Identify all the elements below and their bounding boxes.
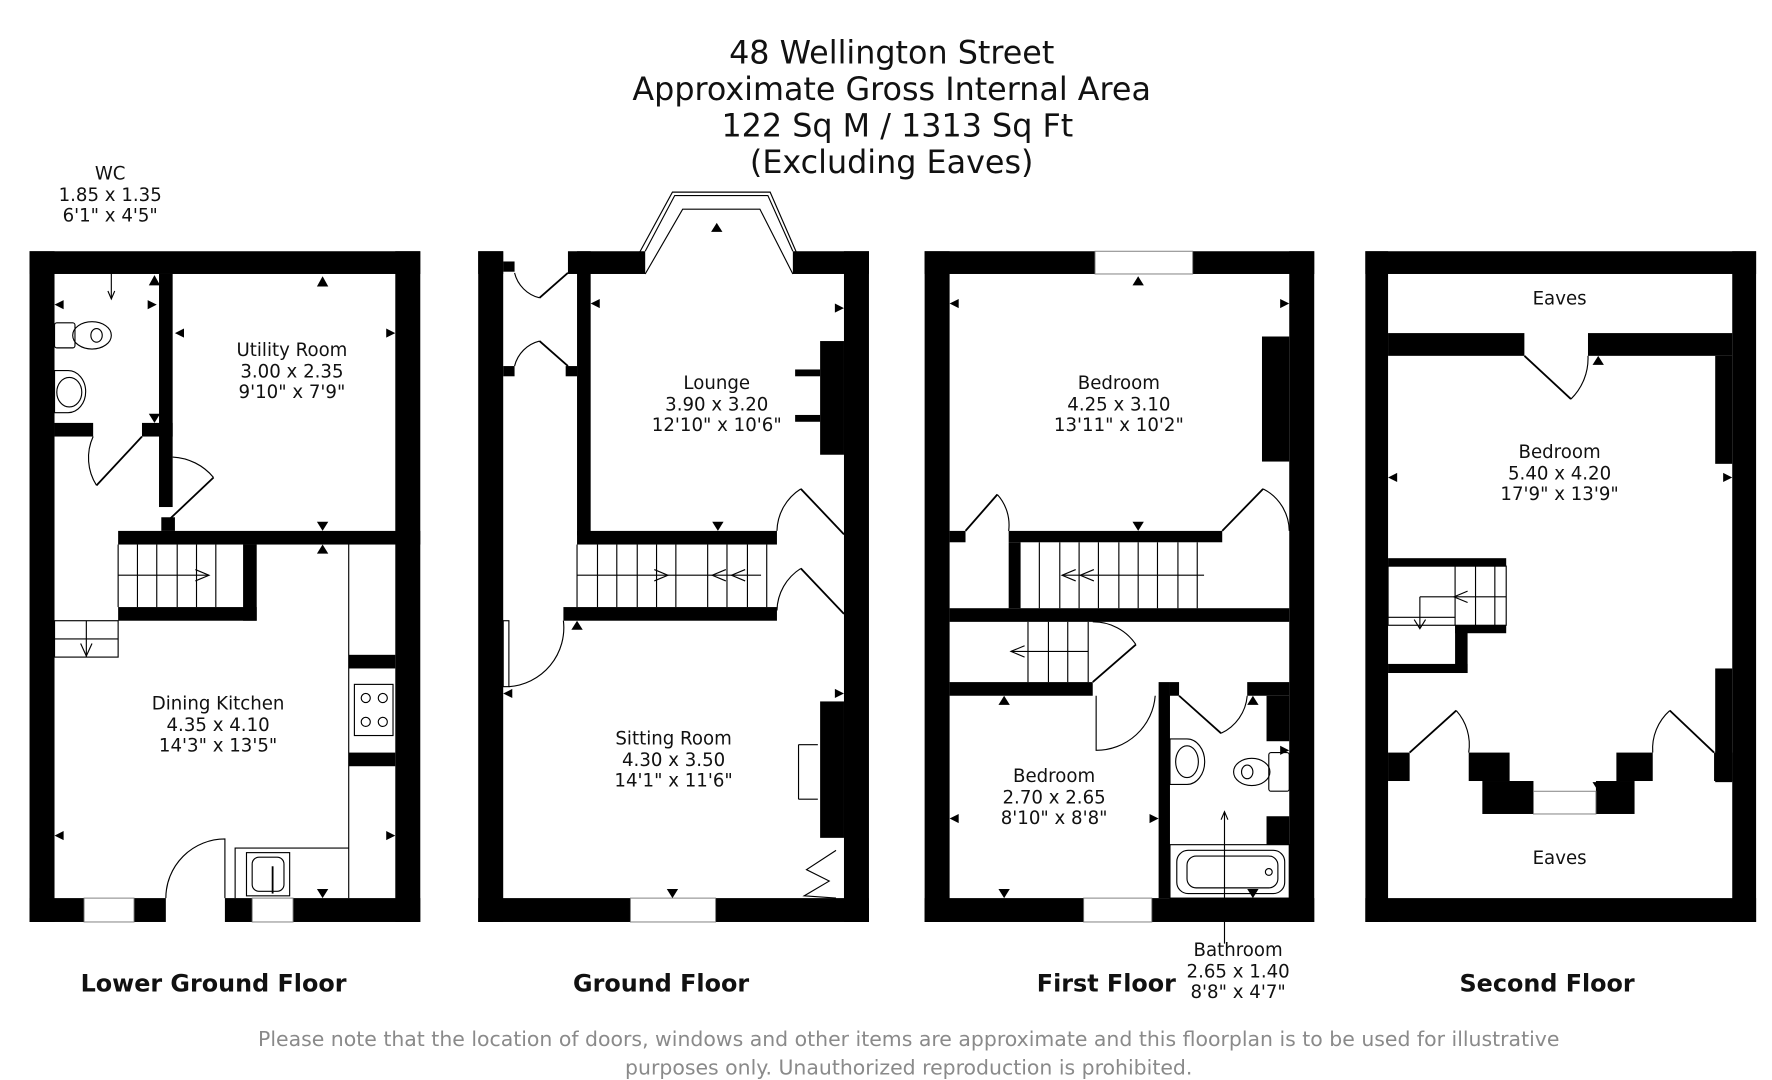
- room-name-eaves-bottom: Eaves: [1533, 848, 1587, 869]
- room-metric-sitting-room: 4.30 x 3.50: [622, 750, 725, 771]
- first-floor-plan: Bedroom 4.25 x 3.10 13'11" x 10'2" Bedro…: [924, 250, 1315, 1003]
- floor-label-ground: Ground Floor: [573, 969, 749, 997]
- room-metric-bedroom-1: 4.25 x 3.10: [1067, 394, 1170, 415]
- disclaimer-line-2: purposes only. Unauthorized reproduction…: [625, 1055, 1192, 1079]
- room-imperial-bathroom: 8'8" x 4'7": [1191, 982, 1286, 1003]
- room-metric-bedroom-3: 5.40 x 4.20: [1508, 464, 1611, 485]
- room-imperial-bedroom-3: 17'9" x 13'9": [1500, 484, 1618, 505]
- title-area-label: Approximate Gross Internal Area: [632, 70, 1151, 108]
- room-name-lounge: Lounge: [683, 373, 750, 394]
- ground-floor-plan: Lounge 3.90 x 3.20 12'10" x 10'6" Sittin…: [478, 191, 869, 997]
- title-exclusion: (Excluding Eaves): [750, 143, 1034, 181]
- room-name-utility: Utility Room: [236, 340, 347, 361]
- room-imperial-bedroom-2: 8'10" x 8'8": [1001, 808, 1108, 829]
- room-imperial-sitting-room: 14'1" x 11'6": [614, 771, 732, 792]
- room-imperial-wc: 6'1" x 4'5": [63, 206, 158, 227]
- room-name-eaves-top: Eaves: [1533, 289, 1587, 310]
- toilet-icon: [1233, 752, 1290, 792]
- sink-icon: [245, 852, 291, 897]
- room-imperial-utility: 9'10" x 7'9": [239, 382, 346, 403]
- lower-ground-floor-plan: WC 1.85 x 1.35 6'1" x 4'5" Utility Room …: [29, 164, 421, 997]
- title-area-value: 122 Sq M / 1313 Sq Ft: [721, 106, 1073, 144]
- second-floor-plan: Eaves Bedroom 5.40 x 4.20 17'9" x 13'9" …: [1365, 251, 1757, 997]
- title-block: 48 Wellington Street Approximate Gross I…: [632, 34, 1151, 181]
- room-metric-bathroom: 2.65 x 1.40: [1187, 962, 1290, 983]
- room-metric-lounge: 3.90 x 3.20: [665, 394, 768, 415]
- toilet-icon: [53, 321, 112, 350]
- room-name-bathroom: Bathroom: [1194, 940, 1283, 961]
- room-imperial-lounge: 12'10" x 10'6": [652, 415, 782, 436]
- floor-label-lower-ground: Lower Ground Floor: [81, 969, 347, 997]
- disclaimer-line-1: Please note that the location of doors, …: [258, 1027, 1559, 1051]
- basin-icon: [53, 370, 87, 414]
- room-name-wc: WC: [95, 164, 126, 185]
- room-metric-wc: 1.85 x 1.35: [59, 185, 162, 206]
- room-name-dining-kitchen: Dining Kitchen: [152, 693, 285, 714]
- room-name-bedroom-1: Bedroom: [1078, 373, 1160, 394]
- room-metric-bedroom-2: 2.70 x 2.65: [1003, 788, 1106, 809]
- room-metric-utility: 3.00 x 2.35: [240, 361, 343, 382]
- bath-icon: [1169, 844, 1290, 899]
- title-address: 48 Wellington Street: [729, 34, 1054, 72]
- room-imperial-dining-kitchen: 14'3" x 13'5": [159, 735, 277, 756]
- hob-icon: [360, 692, 388, 728]
- room-imperial-bedroom-1: 13'11" x 10'2": [1054, 415, 1184, 436]
- room-name-sitting-room: Sitting Room: [615, 729, 731, 750]
- floor-label-first: First Floor: [1037, 969, 1176, 997]
- floor-label-second: Second Floor: [1459, 969, 1634, 997]
- room-name-bedroom-3: Bedroom: [1519, 442, 1601, 463]
- room-name-bedroom-2: Bedroom: [1013, 766, 1095, 787]
- basin-icon: [1169, 738, 1206, 785]
- room-metric-dining-kitchen: 4.35 x 4.10: [166, 715, 269, 736]
